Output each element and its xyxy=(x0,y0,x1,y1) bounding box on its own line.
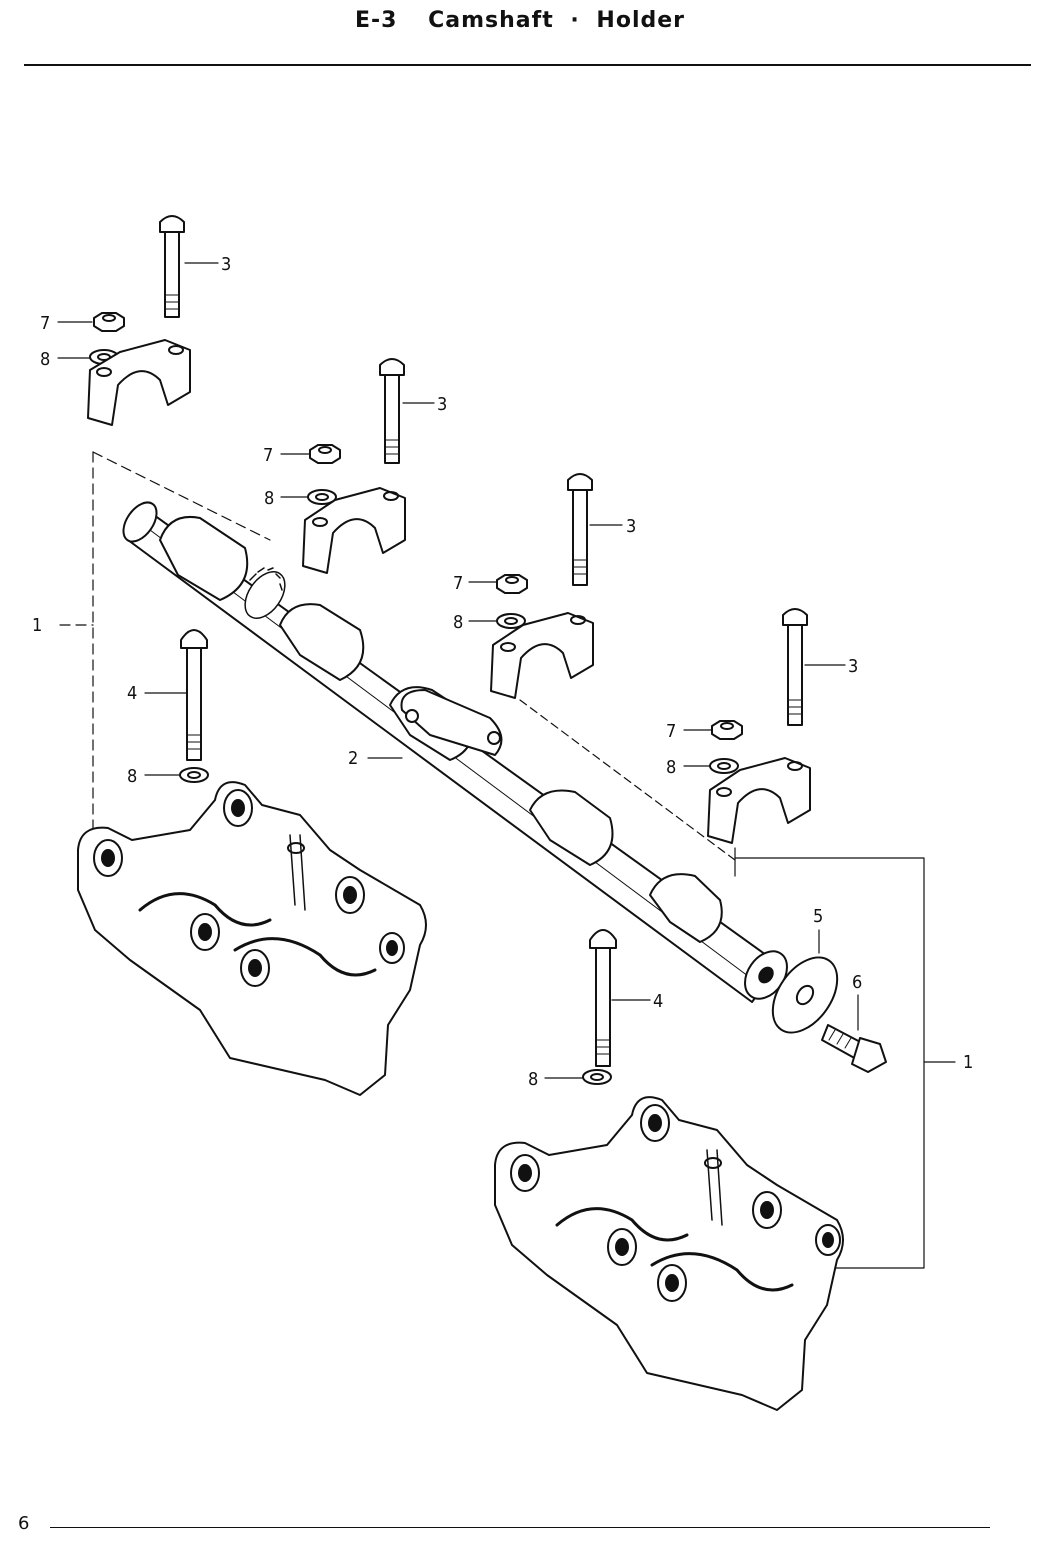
callout-4-b: 4 xyxy=(653,991,663,1012)
bolt-3-d xyxy=(782,608,808,726)
bolt-3-c xyxy=(567,473,593,586)
nut-7-b xyxy=(309,444,341,464)
cam-cap-d xyxy=(707,757,811,844)
camshaft xyxy=(122,501,788,1003)
cam-cap-b xyxy=(302,487,406,574)
callout-7-a: 7 xyxy=(40,313,50,334)
header-rule xyxy=(24,64,1031,66)
callout-8-c: 8 xyxy=(453,612,463,633)
callout-3-d: 3 xyxy=(848,656,858,677)
camshaft-holder-right xyxy=(494,1096,844,1411)
callout-8-a: 8 xyxy=(40,349,50,370)
bolt-3-b xyxy=(379,358,405,464)
callout-8-f: 8 xyxy=(528,1069,538,1090)
callout-7-c: 7 xyxy=(453,573,463,594)
cam-cap-c xyxy=(490,612,594,699)
title-holder: Holder xyxy=(596,8,686,33)
washer-8-f xyxy=(582,1069,612,1085)
assembly-leader-right xyxy=(519,699,956,1269)
bolt-3-a xyxy=(159,215,185,318)
title-separator: · xyxy=(570,8,580,33)
callout-8-b: 8 xyxy=(264,488,274,509)
section-code: E-3 xyxy=(354,8,398,33)
bolt-4-a xyxy=(180,629,208,761)
washer-5 xyxy=(771,956,839,1034)
callout-1-right: 1 xyxy=(963,1052,973,1073)
callout-5: 5 xyxy=(813,906,823,927)
nut-7-a xyxy=(93,312,125,332)
cam-cap-a xyxy=(87,339,191,426)
page-number: 6 xyxy=(18,1513,30,1534)
nut-7-c xyxy=(496,574,528,594)
callout-leaders xyxy=(57,262,859,1079)
washer-8-e xyxy=(179,767,209,783)
callout-2: 2 xyxy=(348,748,358,769)
callout-8-e: 8 xyxy=(127,766,137,787)
callout-6: 6 xyxy=(852,972,862,993)
camshaft-holder-left xyxy=(77,781,427,1096)
washer-8-d xyxy=(709,758,739,774)
callout-3-b: 3 xyxy=(437,394,447,415)
footer-rule xyxy=(50,1527,990,1528)
callout-8-d: 8 xyxy=(666,757,676,778)
bolt-4-b xyxy=(589,929,617,1067)
callout-numbers: 1 1 2 3 3 3 3 4 4 5 6 7 7 7 7 8 8 8 8 8 … xyxy=(32,254,973,1090)
callout-1-left: 1 xyxy=(32,615,42,636)
title-camshaft: Camshaft xyxy=(428,8,554,33)
callout-7-b: 7 xyxy=(263,445,273,466)
callout-7-d: 7 xyxy=(666,721,676,742)
page-title: E-3 Camshaft · Holder xyxy=(0,8,1040,33)
bolt-6 xyxy=(821,1024,887,1073)
callout-3-a: 3 xyxy=(221,254,231,275)
callout-3-c: 3 xyxy=(626,516,636,537)
assembly-leader-left xyxy=(59,451,271,851)
nut-7-d xyxy=(711,720,743,740)
callout-4-a: 4 xyxy=(127,683,137,704)
